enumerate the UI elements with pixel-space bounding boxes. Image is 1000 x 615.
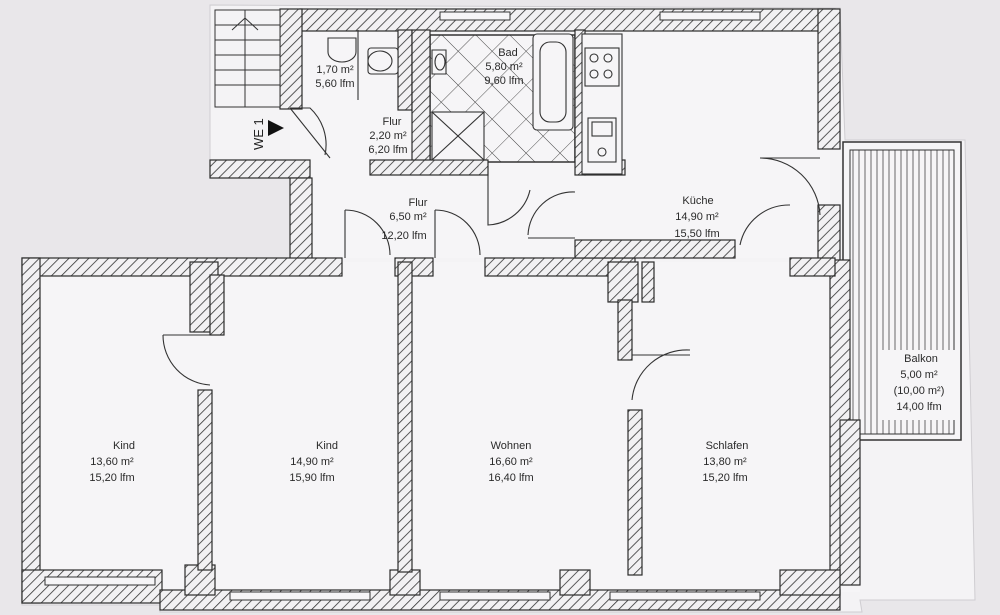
room-labels: 1,70 m² 5,60 lfm Flur 2,20 m² 6,20 lfm B… bbox=[89, 47, 944, 484]
schlafen-area: 13,80 m² bbox=[703, 456, 747, 468]
flur-main-perimeter: 12,20 lfm bbox=[381, 230, 426, 242]
flur-main-area: 6,50 m² bbox=[389, 211, 427, 223]
entry-arrow-icon bbox=[268, 120, 284, 136]
balkon-perimeter: 14,00 lfm bbox=[896, 401, 941, 413]
wohnen-perimeter: 16,40 lfm bbox=[488, 472, 533, 484]
wc-perimeter: 5,60 lfm bbox=[315, 78, 354, 90]
kind-1-perimeter: 15,20 lfm bbox=[89, 472, 134, 484]
wc-fixtures bbox=[327, 30, 399, 100]
wohnen-name: Wohnen bbox=[491, 440, 532, 452]
balkon-extra: (10,00 m²) bbox=[894, 385, 945, 397]
flur-main-name: Flur bbox=[409, 197, 428, 209]
walls bbox=[21, 8, 861, 611]
kind-1-name: Kind bbox=[113, 440, 135, 452]
floor-areas bbox=[30, 30, 860, 592]
kind-2-perimeter: 15,90 lfm bbox=[289, 472, 334, 484]
balkon-name: Balkon bbox=[904, 353, 938, 365]
flur-small-name: Flur bbox=[383, 116, 402, 128]
door-swings bbox=[162, 107, 821, 401]
wohnen-area: 16,60 m² bbox=[489, 456, 533, 468]
schlafen-name: Schlafen bbox=[706, 440, 749, 452]
flur-small-perimeter: 6,20 lfm bbox=[368, 144, 407, 156]
kueche-area: 14,90 m² bbox=[675, 211, 719, 223]
kind-2-area: 14,90 m² bbox=[290, 456, 334, 468]
bad-perimeter: 9,60 lfm bbox=[484, 75, 523, 87]
bad-area: 5,80 m² bbox=[485, 61, 523, 73]
bath-fixtures bbox=[431, 33, 574, 161]
kitchen-fixtures bbox=[581, 33, 623, 175]
balcony bbox=[842, 141, 962, 441]
wc-area: 1,70 m² bbox=[316, 64, 354, 76]
windows bbox=[44, 11, 761, 601]
bad-name: Bad bbox=[498, 47, 518, 59]
schlafen-perimeter: 15,20 lfm bbox=[702, 472, 747, 484]
unit-label: WE 1 bbox=[251, 118, 266, 150]
staircase bbox=[214, 9, 281, 108]
kind-1-area: 13,60 m² bbox=[90, 456, 134, 468]
kueche-name: Küche bbox=[682, 195, 713, 207]
balkon-area: 5,00 m² bbox=[900, 369, 938, 381]
flur-small-area: 2,20 m² bbox=[369, 130, 407, 142]
unit-marker: WE 1 bbox=[251, 118, 284, 150]
kueche-perimeter: 15,50 lfm bbox=[674, 228, 719, 240]
kind-2-name: Kind bbox=[316, 440, 338, 452]
